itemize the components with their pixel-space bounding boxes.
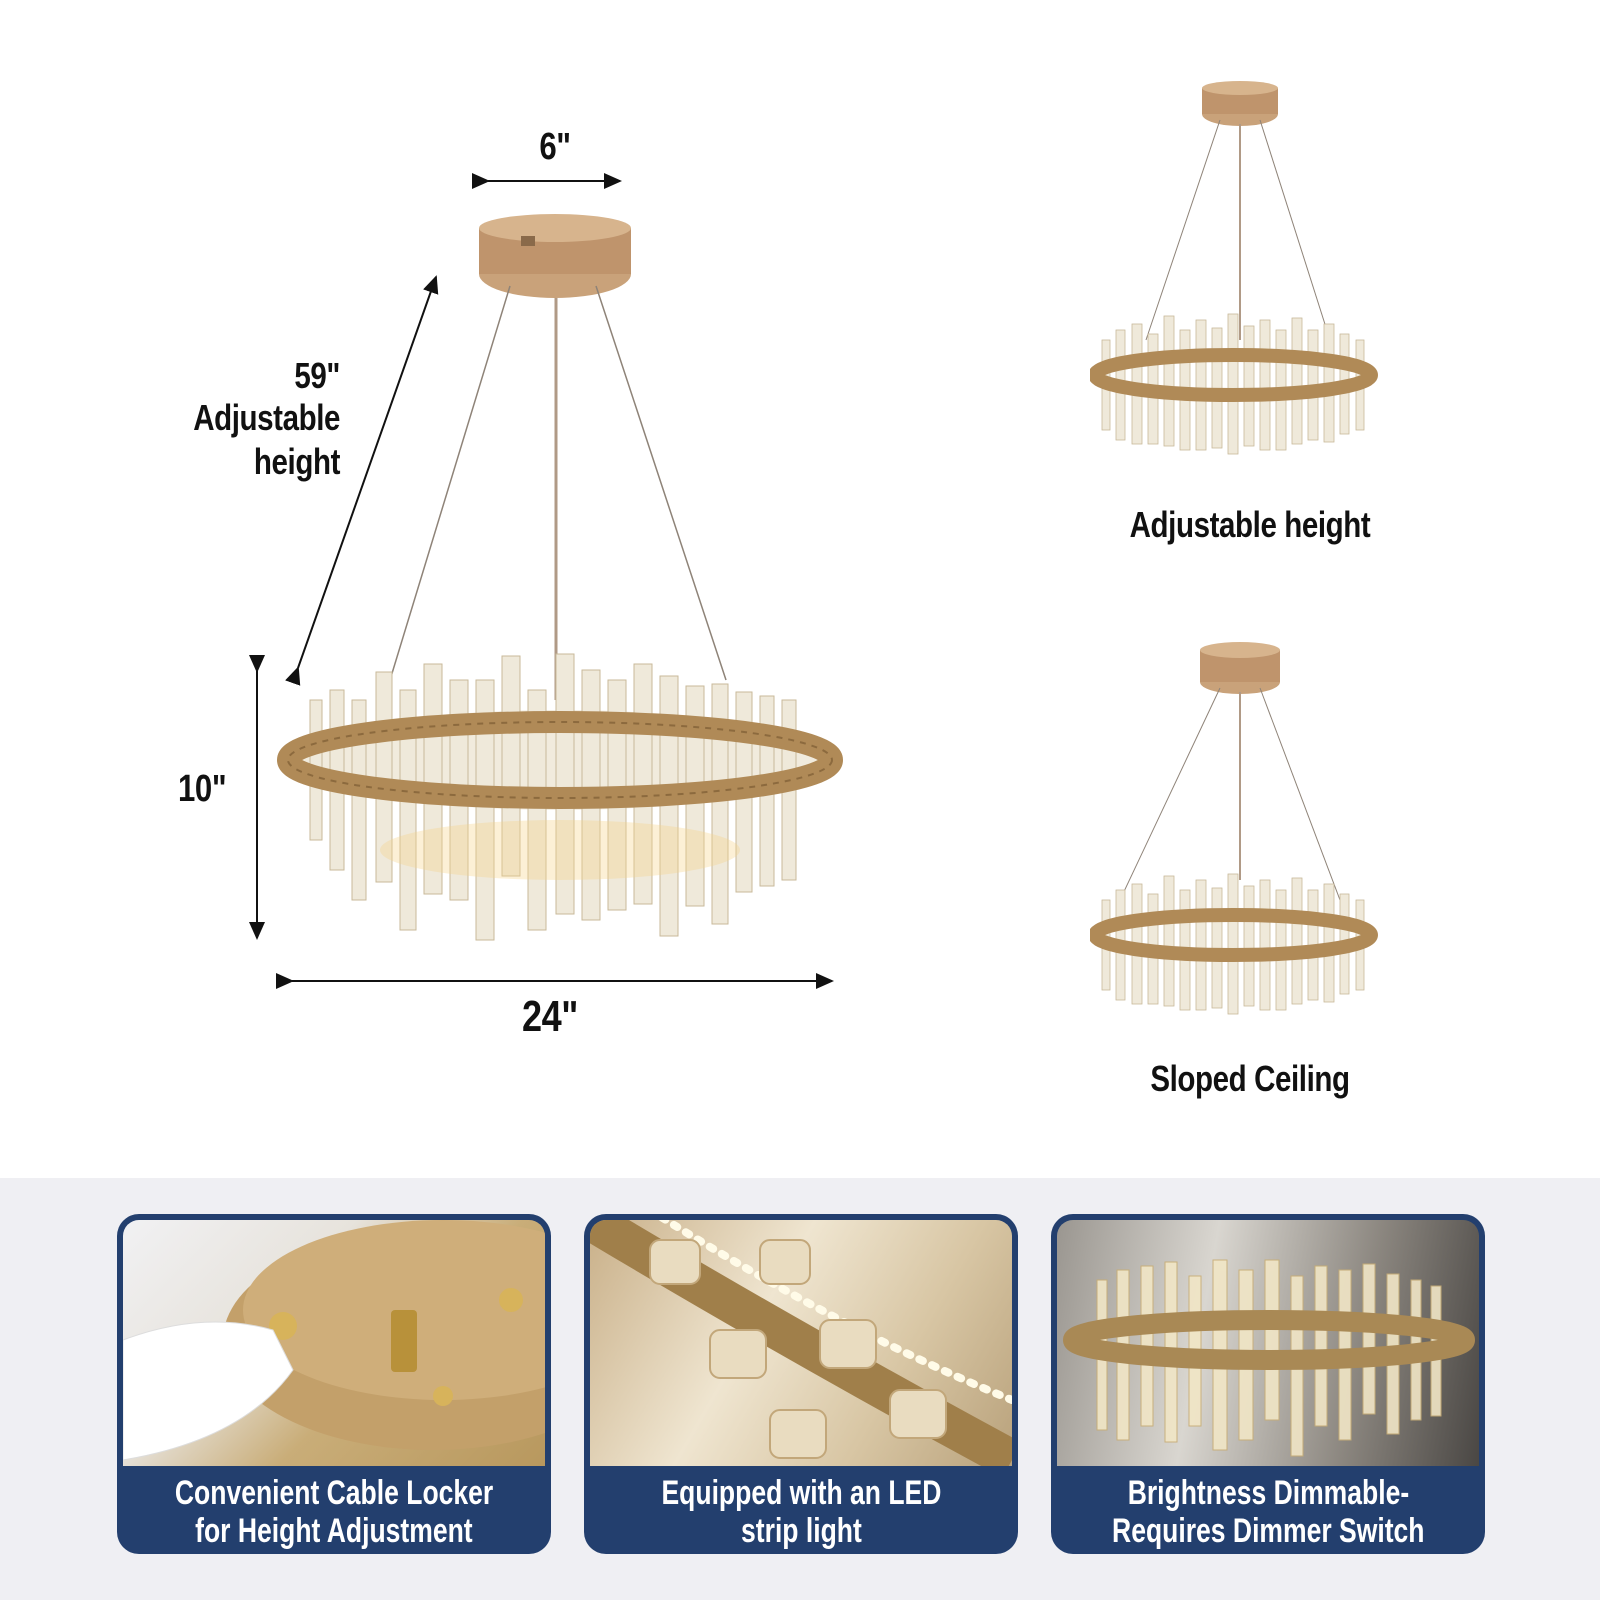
- feature-card-dimmable: Brightness Dimmable- Requires Dimmer Swi…: [1051, 1214, 1485, 1554]
- chandelier-icon: [1090, 81, 1378, 455]
- feature-caption: Convenient Cable Locker for Height Adjus…: [174, 1474, 494, 1550]
- cable-length-label-line2: height: [253, 441, 340, 482]
- cable-locker-photo: [123, 1220, 545, 1466]
- cable-length-value: 59": [294, 355, 340, 396]
- feature-caption: Equipped with an LED strip light: [661, 1474, 941, 1550]
- fixture-width-label: 24": [521, 992, 579, 1041]
- chandelier-icon: [277, 653, 843, 941]
- dimension-arrows: [249, 173, 843, 989]
- side-caption-sloped: Sloped Ceiling: [1150, 1058, 1350, 1099]
- canopy-icon: [479, 214, 631, 298]
- feature-caption: Brightness Dimmable- Requires Dimmer Swi…: [1111, 1474, 1425, 1550]
- feature-card-led-strip: Equipped with an LED strip light: [584, 1214, 1018, 1554]
- chandelier-icon: [1090, 642, 1378, 1015]
- fixture-height-label: 10": [178, 768, 227, 810]
- feature-card-cable-locker: Convenient Cable Locker for Height Adjus…: [117, 1214, 551, 1554]
- side-caption-adjustable: Adjustable height: [1129, 504, 1371, 545]
- dimmable-photo: [1057, 1220, 1479, 1466]
- led-strip-photo: [590, 1220, 1012, 1466]
- canopy-width-label: 6": [539, 126, 571, 168]
- cable-length-label-line1: Adjustable: [193, 397, 340, 438]
